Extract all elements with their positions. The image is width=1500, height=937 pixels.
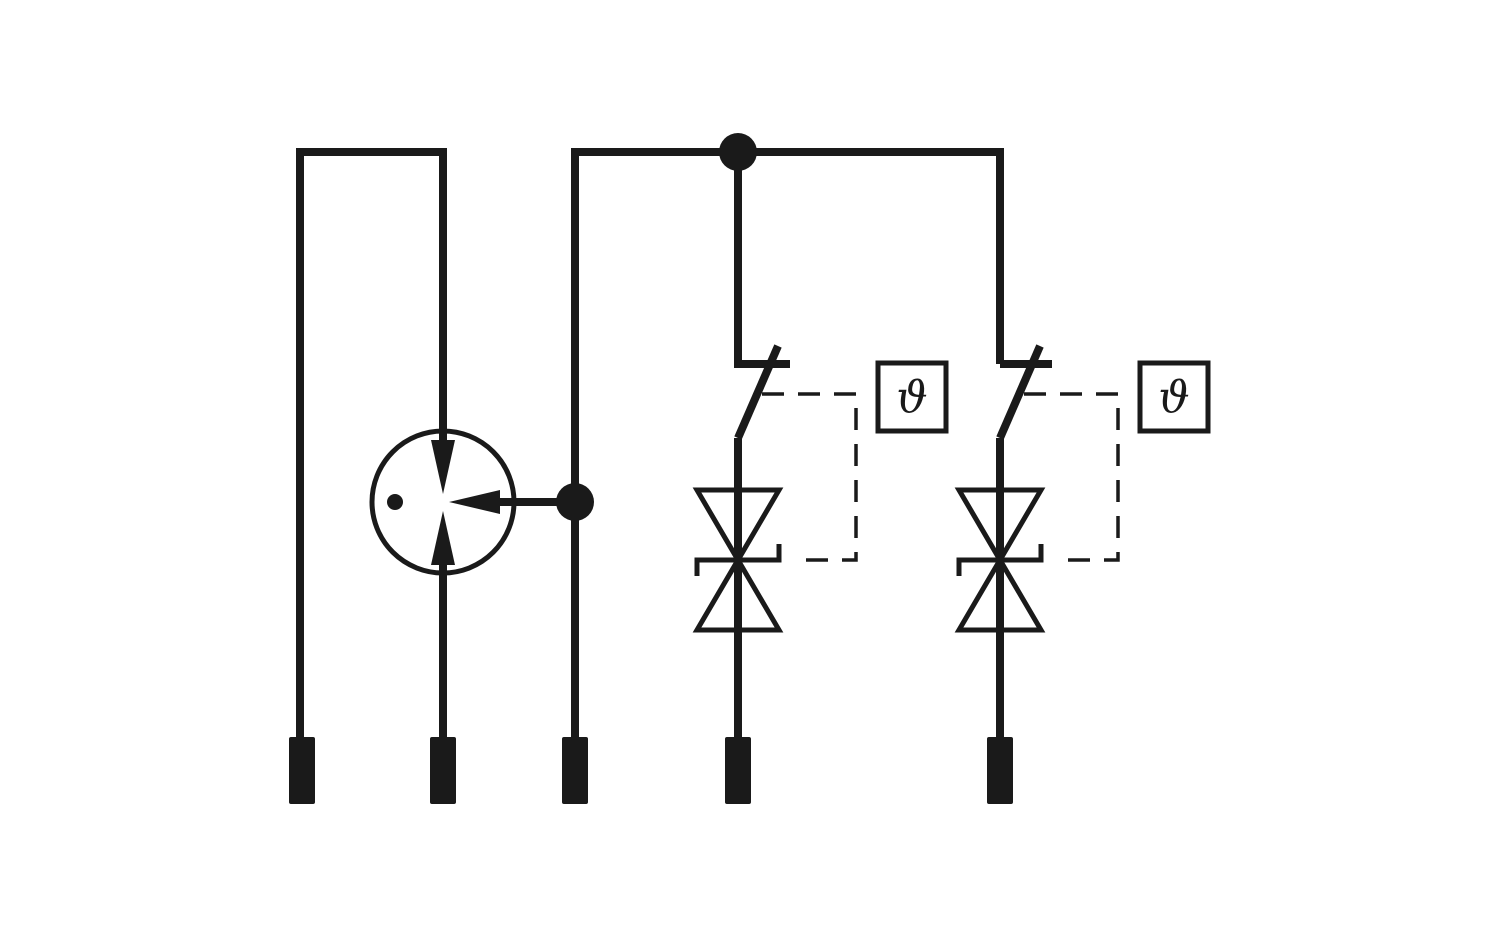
thermal-box-2-label: ϑ xyxy=(1158,373,1189,424)
varistor-2 xyxy=(954,487,1046,633)
terminal-4 xyxy=(725,737,751,804)
varistor-1 xyxy=(692,487,784,633)
gdt-electrode-side xyxy=(449,490,500,514)
wire-loop xyxy=(296,148,447,740)
thermal-box-1-label: ϑ xyxy=(896,373,927,424)
thermal-box-1: ϑ xyxy=(875,360,949,434)
junction-top xyxy=(719,133,757,171)
switch-2-blade xyxy=(996,344,1044,440)
terminal-2 xyxy=(430,737,456,804)
thermal-link-2 xyxy=(1024,392,1120,562)
gdt-electrode-top xyxy=(431,440,455,494)
terminal-5 xyxy=(987,737,1013,804)
thermal-box-2-frame xyxy=(1137,360,1211,434)
gdt-body xyxy=(369,428,517,576)
terminal-1 xyxy=(289,737,315,804)
gdt-electrode-bottom xyxy=(431,511,455,565)
junction-mid xyxy=(556,483,594,521)
thermal-box-2: ϑ xyxy=(1137,360,1211,434)
thermal-box-1-frame xyxy=(875,360,949,434)
terminal-3 xyxy=(562,737,588,804)
wire-main-bus xyxy=(571,148,1004,740)
thermal-link-1 xyxy=(762,392,858,562)
switch-1-blade xyxy=(734,344,782,440)
gas-discharge-tube xyxy=(369,428,517,576)
gdt-gas-dot xyxy=(387,494,403,510)
